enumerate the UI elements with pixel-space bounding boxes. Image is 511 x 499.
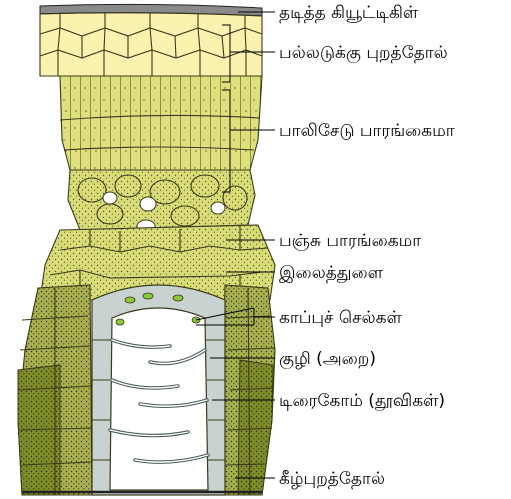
label-pit: குழி (அறை) bbox=[279, 349, 376, 369]
label-multiple-epidermis: பல்லடுக்கு புறத்தோல் bbox=[279, 43, 448, 63]
label-thick-cuticle: தடித்த கியூட்டிகிள் bbox=[279, 3, 419, 23]
crypt-pit bbox=[92, 285, 225, 495]
tissue-drawing bbox=[18, 4, 275, 495]
label-lower-epidermis: கீழ்புறத்தோல் bbox=[279, 469, 385, 489]
label-guard-cells: காப்புச் செல்கள் bbox=[279, 308, 403, 328]
multiple-epidermis-layer bbox=[40, 13, 262, 76]
palisade-layer bbox=[60, 76, 262, 170]
label-spongy-parenchyma: பஞ்சு பாரங்கைமா bbox=[279, 231, 421, 251]
labels: தடித்த கியூட்டிகிள் பல்லடுக்கு புறத்தோல்… bbox=[279, 3, 455, 489]
label-trichomes: டிரைகோம் (தூவிகள்) bbox=[279, 391, 445, 411]
label-palisade-parenchyma: பாலிசேடு பாரங்கைமா bbox=[279, 121, 455, 141]
spongy-parenchyma-layer bbox=[40, 170, 275, 300]
label-stoma: இலைத்துளை bbox=[279, 263, 384, 283]
